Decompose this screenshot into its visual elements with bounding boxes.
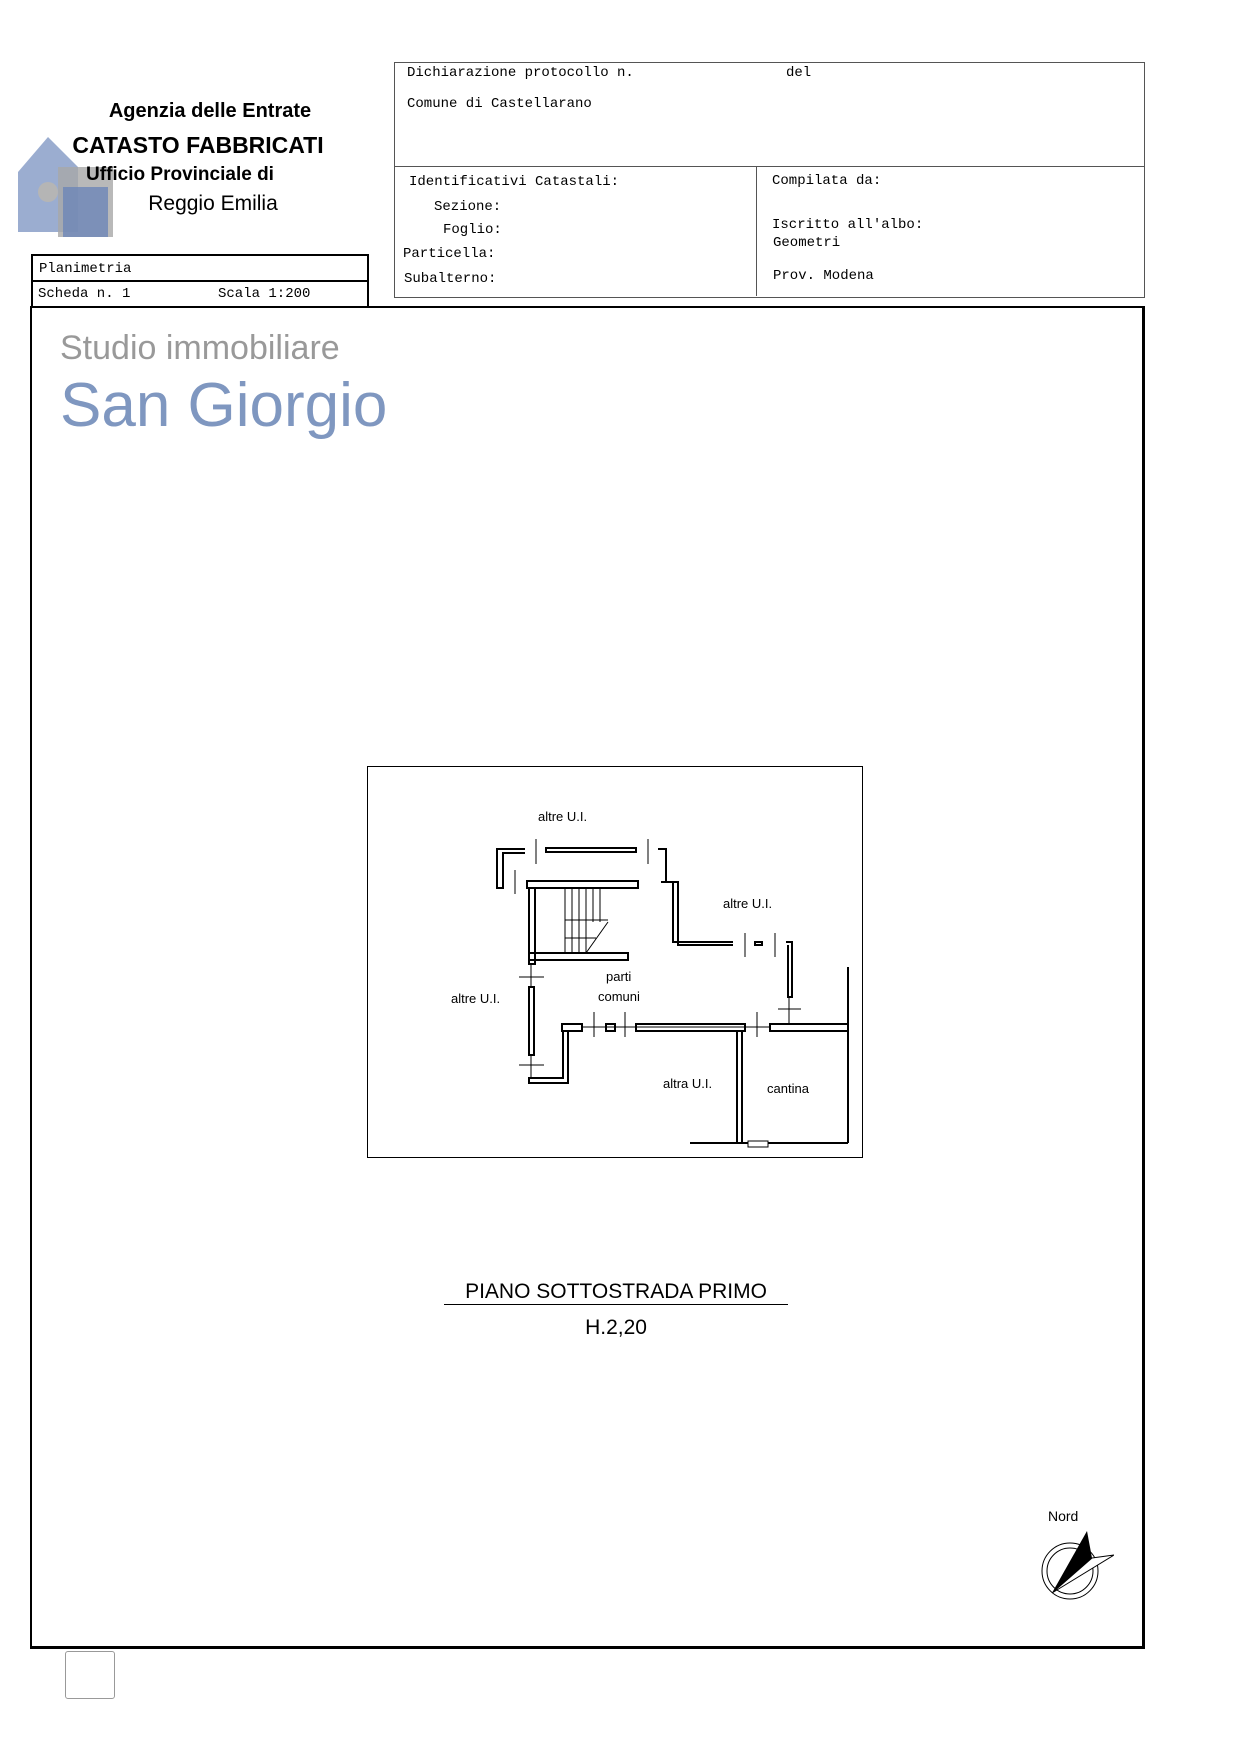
door <box>747 1140 769 1148</box>
subalterno-label: Subalterno: <box>404 271 497 287</box>
wall <box>736 1031 743 1144</box>
wall <box>672 882 733 943</box>
wall <box>754 941 763 946</box>
empty-checkbox <box>65 1651 115 1699</box>
label-left-units: altre U.I. <box>451 991 501 1006</box>
wall <box>528 888 536 965</box>
city-label: Reggio Emilia <box>148 192 278 215</box>
label-parti: parti <box>606 969 632 984</box>
wall <box>658 848 667 883</box>
divider <box>394 166 1144 167</box>
watermark-san-giorgio: San Giorgio <box>60 371 388 440</box>
declaration-box <box>394 62 1145 298</box>
wall <box>496 848 525 889</box>
compilata-label: Compilata da: <box>772 173 882 189</box>
identificativi-label: Identificativi Catastali: <box>409 174 620 190</box>
albo-value: Geometri <box>773 235 841 251</box>
divider <box>756 166 757 296</box>
wall <box>769 1023 849 1032</box>
label-top-units: altre U.I. <box>538 809 588 824</box>
floor-height: H.2,20 <box>585 1316 647 1339</box>
puzzle-house-logo-icon <box>18 137 113 237</box>
wall <box>561 1023 583 1032</box>
wall <box>545 847 637 853</box>
label-cantina: cantina <box>767 1081 809 1096</box>
wall <box>526 880 639 889</box>
label-right-units: altre U.I. <box>723 896 773 911</box>
foglio-label: Foglio: <box>443 222 502 238</box>
planimetria-label: Planimetria <box>39 261 132 277</box>
north-arrow-icon <box>1041 1531 1114 1600</box>
north-label: Nord <box>1048 1508 1079 1524</box>
iscritto-label: Iscritto all'albo: <box>772 217 924 233</box>
label-altra-unit: altra U.I. <box>663 1076 713 1091</box>
ufficio-label: Ufficio Provinciale di <box>86 164 274 185</box>
floor-plan: altre U.I. altre U.I. altre U.I. parti c… <box>367 766 863 1158</box>
catasto-title: CATASTO FABBRICATI <box>72 132 324 158</box>
wall <box>528 986 535 1056</box>
floor-title: PIANO SOTTOSTRADA PRIMO <box>444 1280 788 1305</box>
particella-label: Particella: <box>403 246 496 262</box>
province-value: Prov. Modena <box>773 268 874 284</box>
scheda-label: Scheda n. 1 <box>38 286 131 302</box>
wall <box>528 952 629 961</box>
date-label: del <box>786 65 812 81</box>
agency-name: Agenzia delle Entrate <box>108 100 312 122</box>
comune-label: Comune di Castellarano <box>407 96 592 112</box>
protocol-label: Dichiarazione protocollo n. <box>407 65 634 81</box>
divider <box>31 280 367 282</box>
wall <box>786 941 793 998</box>
wall <box>528 1031 569 1084</box>
wall <box>661 881 733 946</box>
floor-plan-drawing <box>496 839 849 1148</box>
watermark-studio-immobiliare: Studio immobiliare <box>60 329 340 367</box>
label-comuni: comuni <box>598 989 640 1004</box>
scala-label: Scala 1:200 <box>218 286 311 302</box>
sezione-label: Sezione: <box>434 199 502 215</box>
drawing-frame <box>30 306 1145 1649</box>
